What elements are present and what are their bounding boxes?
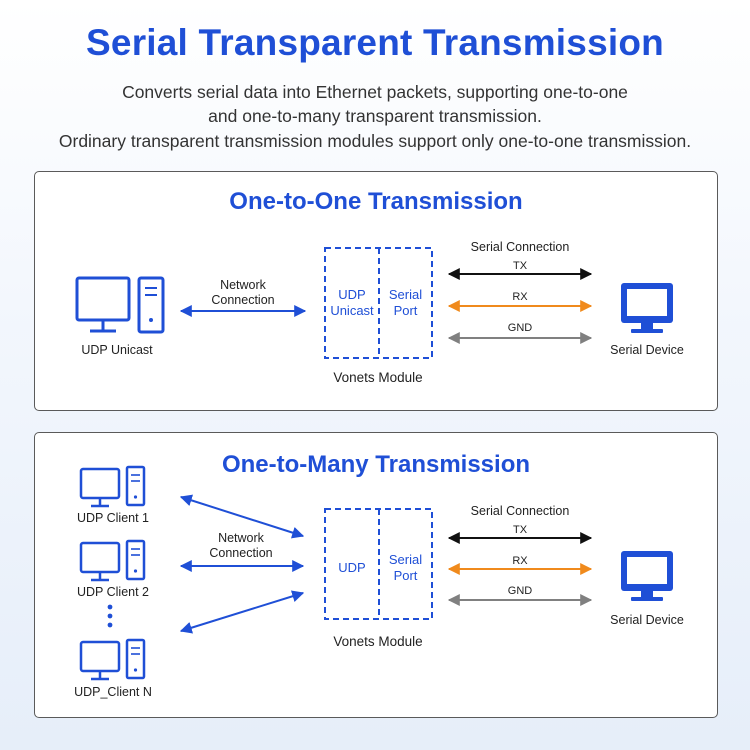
serial-device-label: Serial Device <box>610 343 684 357</box>
gnd-label: GND <box>507 585 533 597</box>
module-udp-label: UDP Unicast <box>330 287 374 318</box>
subtitle-line-3: Ordinary transparent transmission module… <box>58 131 692 151</box>
subtitle-line-1: Converts serial data into Ethernet packe… <box>122 82 628 102</box>
client-1-computer-icon <box>79 465 146 508</box>
udp-unicast-label: UDP Unicast <box>81 343 153 357</box>
network-label-line1: Network <box>220 278 266 292</box>
serial-device-label: Serial Device <box>610 613 684 627</box>
serial-device-icon <box>621 551 673 601</box>
one-to-one-diagram <box>75 247 673 359</box>
tx-label: TX <box>512 524 528 536</box>
page-title: Serial Transparent Transmission <box>86 22 664 63</box>
client-n-computer-icon <box>79 638 146 681</box>
module-label: Vonets Module <box>333 370 423 385</box>
serial-connection-label: Serial Connection <box>470 504 570 518</box>
module-serial-port-label: Serial Port <box>388 287 423 318</box>
tx-label: TX <box>512 260 528 272</box>
one-to-many-panel: One-to-Many Transmission <box>34 432 718 718</box>
network-arrow-client-n <box>179 590 305 634</box>
serial-connection-label: Serial Connection <box>470 240 570 254</box>
network-label-line2: Connection <box>211 293 275 307</box>
tower-icon <box>137 276 165 334</box>
client-2-label: UDP Client 2 <box>76 585 150 599</box>
serial-device-icon <box>621 283 673 333</box>
one-to-many-diagram <box>79 465 673 681</box>
one-to-one-panel: One-to-One Transmission <box>34 171 718 411</box>
network-label-line2: Connection <box>209 546 273 560</box>
client-2-computer-icon <box>79 539 146 582</box>
vonets-module-box <box>324 508 433 620</box>
gnd-label: GND <box>507 322 533 334</box>
one-to-one-title: One-to-One Transmission <box>229 188 523 215</box>
rx-label: RX <box>512 555 528 567</box>
monitor-icon <box>75 276 131 333</box>
ellipsis-dots <box>107 604 113 628</box>
client-n-label: UDP_Client N <box>74 685 152 699</box>
network-label-line1: Network <box>218 531 264 545</box>
one-to-many-title: One-to-Many Transmission <box>221 451 531 478</box>
module-serial-port-label: Serial Port <box>388 552 423 583</box>
module-label: Vonets Module <box>333 634 423 649</box>
module-udp-label: UDP <box>338 560 366 575</box>
vonets-module-box <box>324 247 433 359</box>
subtitle-line-2: and one-to-many transparent transmission… <box>208 106 542 126</box>
network-arrow-client-1 <box>179 494 305 539</box>
rx-label: RX <box>512 291 528 303</box>
client-1-label: UDP Client 1 <box>76 511 150 525</box>
